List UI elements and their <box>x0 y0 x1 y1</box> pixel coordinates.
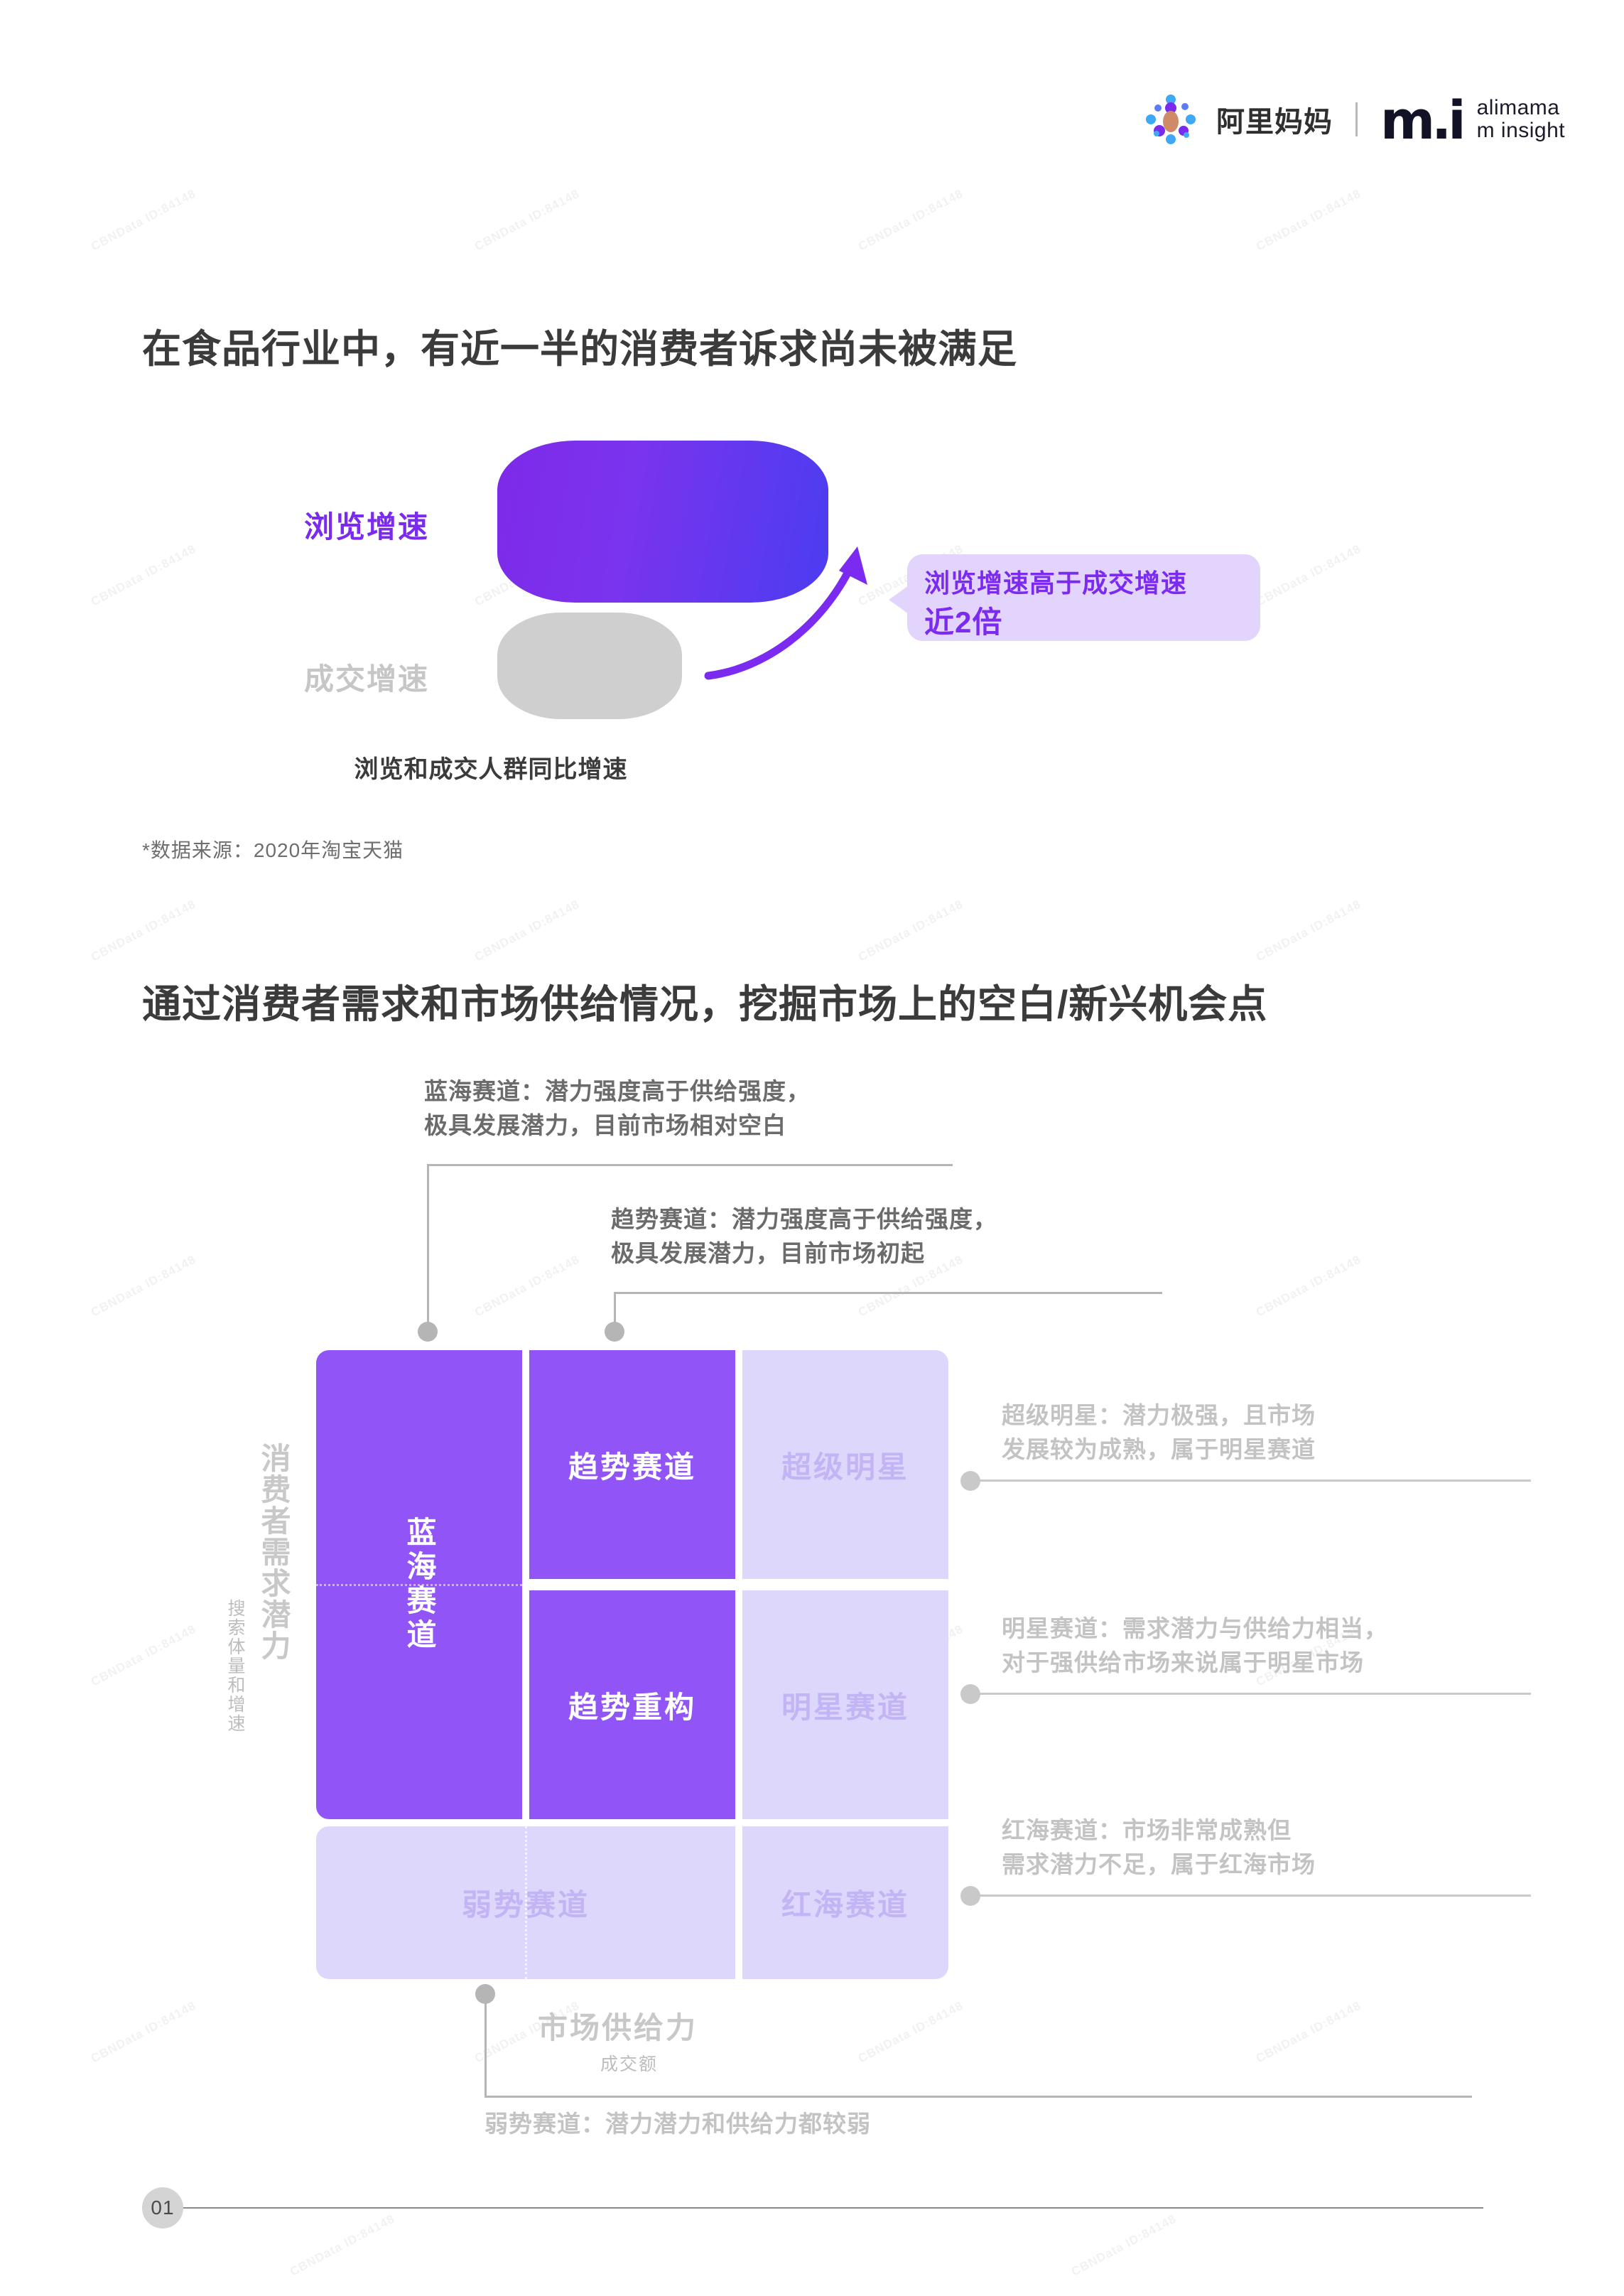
annotation-superstar: 超级明星：潜力极强，且市场 发展较为成熟，属于明星赛道 <box>1002 1398 1316 1467</box>
brand-divider <box>1355 102 1358 136</box>
callout-tail <box>889 586 909 614</box>
connector-superstar-dot <box>960 1471 980 1491</box>
matrix-cell-label-red-ocean: 红海赛道 <box>781 1888 909 1922</box>
watermark-text: CBNData ID:84148 <box>472 186 582 254</box>
brand-header: 阿里妈妈 m.i alimama m insight <box>1144 90 1566 152</box>
bar-label-browse: 浏览增速 <box>304 510 430 544</box>
mi-subtext-line1: alimama <box>1476 95 1560 119</box>
x-axis-label-main: 市场供给力 <box>538 2011 698 2044</box>
chart-caption: 浏览和成交人群同比增速 <box>354 756 628 783</box>
x-axis-line <box>485 2096 1472 2098</box>
watermark-text: CBNData ID:84148 <box>472 897 582 964</box>
data-source-note: *数据来源：2020年淘宝天猫 <box>142 839 404 861</box>
watermark-text: CBNData ID:84148 <box>88 186 198 254</box>
connector-star-dot <box>960 1684 980 1704</box>
section2-title: 通过消费者需求和市场供给情况，挖掘市场上的空白/新兴机会点 <box>142 982 1268 1026</box>
matrix-cell-red-ocean[interactable]: 红海赛道 <box>742 1826 948 1979</box>
callout-line-1: 浏览增速高于成交增速 <box>924 568 1188 598</box>
matrix-cell-weak[interactable]: 弱势赛道 <box>316 1826 735 1979</box>
x-axis-vertical-stem <box>485 1991 487 2098</box>
footer-rule <box>183 2207 1483 2209</box>
mi-subtext-line2: m insight <box>1476 119 1566 142</box>
matrix-cell-trend[interactable]: 趋势赛道 <box>529 1350 735 1579</box>
annotation-superstar-line2: 发展较为成熟，属于明星赛道 <box>1002 1435 1316 1462</box>
watermark-text: CBNData ID:84148 <box>1068 2211 1179 2279</box>
watermark-text: CBNData ID:84148 <box>855 897 965 964</box>
connector-red-ocean-dot <box>960 1886 980 1906</box>
connector-star-line <box>970 1693 1531 1695</box>
annotation-blue-ocean: 蓝海赛道：潜力强度高于供给强度， 极具发展潜力，目前市场相对空白 <box>424 1074 811 1143</box>
matrix-weak-divider <box>525 1826 527 1979</box>
connector-red-ocean-line <box>970 1895 1531 1897</box>
annotation-superstar-line1: 超级明星：潜力极强，且市场 <box>1002 1402 1316 1428</box>
matrix-cell-rebuild[interactable]: 趋势重构 <box>529 1590 735 1819</box>
connector-trend-horizontal <box>614 1292 1162 1294</box>
alimama-logo-icon <box>1144 92 1198 146</box>
annotation-weak: 弱势赛道：潜力潜力和供给力都较弱 <box>485 2111 871 2137</box>
matrix-blue-ocean-divider <box>316 1584 522 1586</box>
callout-bubble: 浏览增速高于成交增速 近2倍 <box>889 554 1260 641</box>
watermark-text: CBNData ID:84148 <box>88 541 198 609</box>
watermark-text: CBNData ID:84148 <box>855 1998 965 2066</box>
watermark-text: CBNData ID:84148 <box>1253 897 1363 964</box>
brand-name-cn: 阿里妈妈 <box>1216 107 1333 138</box>
connector-blue-ocean-vertical <box>427 1164 429 1327</box>
watermark-text: CBNData ID:84148 <box>88 1622 198 1689</box>
annotation-red-ocean-line2: 需求潜力不足，属于红海市场 <box>1002 1850 1316 1877</box>
matrix-cell-star[interactable]: 明星赛道 <box>742 1590 948 1819</box>
page-number-badge: 01 <box>142 2187 183 2228</box>
annotation-trend-line1: 趋势赛道：潜力强度高于供给强度， <box>611 1206 997 1232</box>
connector-blue-ocean-dot <box>418 1322 438 1342</box>
connector-trend-dot <box>605 1322 624 1342</box>
connector-superstar-line <box>970 1480 1531 1482</box>
matrix-cell-label-weak: 弱势赛道 <box>461 1888 590 1922</box>
annotation-star-line1: 明星赛道：需求潜力与供给力相当， <box>1002 1615 1388 1642</box>
watermark-text: CBNData ID:84148 <box>88 1998 198 2066</box>
annotation-star: 明星赛道：需求潜力与供给力相当， 对于强供给市场来说属于明星市场 <box>1002 1612 1388 1680</box>
matrix-cell-blue-ocean[interactable]: 蓝海赛道 <box>316 1350 522 1819</box>
watermark-text: CBNData ID:84148 <box>855 186 965 254</box>
annotation-trend-line2: 极具发展潜力，目前市场初起 <box>611 1239 925 1266</box>
matrix-cell-label-star: 明星赛道 <box>781 1690 909 1724</box>
annotation-red-ocean: 红海赛道：市场非常成熟但 需求潜力不足，属于红海市场 <box>1002 1813 1316 1882</box>
watermark-text: CBNData ID:84148 <box>88 1252 198 1320</box>
mi-subtext: alimama m insight <box>1476 95 1566 143</box>
annotation-trend: 趋势赛道：潜力强度高于供给强度， 极具发展潜力，目前市场初起 <box>611 1202 997 1271</box>
x-axis-label-sub: 成交额 <box>600 2054 659 2074</box>
bar-label-deal: 成交增速 <box>304 662 430 696</box>
opportunity-matrix: 蓝海赛道 趋势赛道 趋势重构 超级明星 明星赛道 弱势赛道 红海赛道 <box>316 1350 956 1979</box>
matrix-cell-label-superstar: 超级明星 <box>781 1450 909 1484</box>
connector-trend-vertical <box>614 1292 616 1327</box>
watermark-text: CBNData ID:84148 <box>1253 186 1363 254</box>
watermark-text: CBNData ID:84148 <box>1253 1252 1363 1320</box>
matrix-cell-label-trend: 趋势赛道 <box>568 1450 696 1484</box>
bar-deal-growth <box>497 613 682 719</box>
watermark-text: CBNData ID:84148 <box>1253 541 1363 609</box>
watermark-text: CBNData ID:84148 <box>1253 1998 1363 2066</box>
connector-blue-ocean-horizontal <box>427 1164 953 1166</box>
callout-line-2: 近2倍 <box>924 605 1003 639</box>
y-axis-label-sub: 搜索体量和增速 <box>225 1599 245 1733</box>
annotation-blue-ocean-line2: 极具发展潜力，目前市场相对空白 <box>424 1111 786 1138</box>
matrix-cell-superstar[interactable]: 超级明星 <box>742 1350 948 1579</box>
mi-wordmark: m.i <box>1380 90 1466 152</box>
annotation-red-ocean-line1: 红海赛道：市场非常成熟但 <box>1002 1817 1292 1843</box>
annotation-blue-ocean-line1: 蓝海赛道：潜力强度高于供给强度， <box>424 1078 811 1104</box>
y-axis-label-main: 消费者需求潜力 <box>257 1443 291 1661</box>
section1-title: 在食品行业中，有近一半的消费者诉求尚未被满足 <box>142 327 1018 371</box>
watermark-text: CBNData ID:84148 <box>287 2211 397 2279</box>
m-insight-logo: m.i alimama m insight <box>1380 90 1566 152</box>
bar-browse-growth <box>497 441 828 603</box>
watermark-text: CBNData ID:84148 <box>472 1252 582 1320</box>
annotation-star-line2: 对于强供给市场来说属于明星市场 <box>1002 1649 1364 1676</box>
growth-arrow-icon <box>704 546 867 680</box>
matrix-cell-label-rebuild: 趋势重构 <box>568 1690 696 1724</box>
watermark-text: CBNData ID:84148 <box>88 897 198 964</box>
